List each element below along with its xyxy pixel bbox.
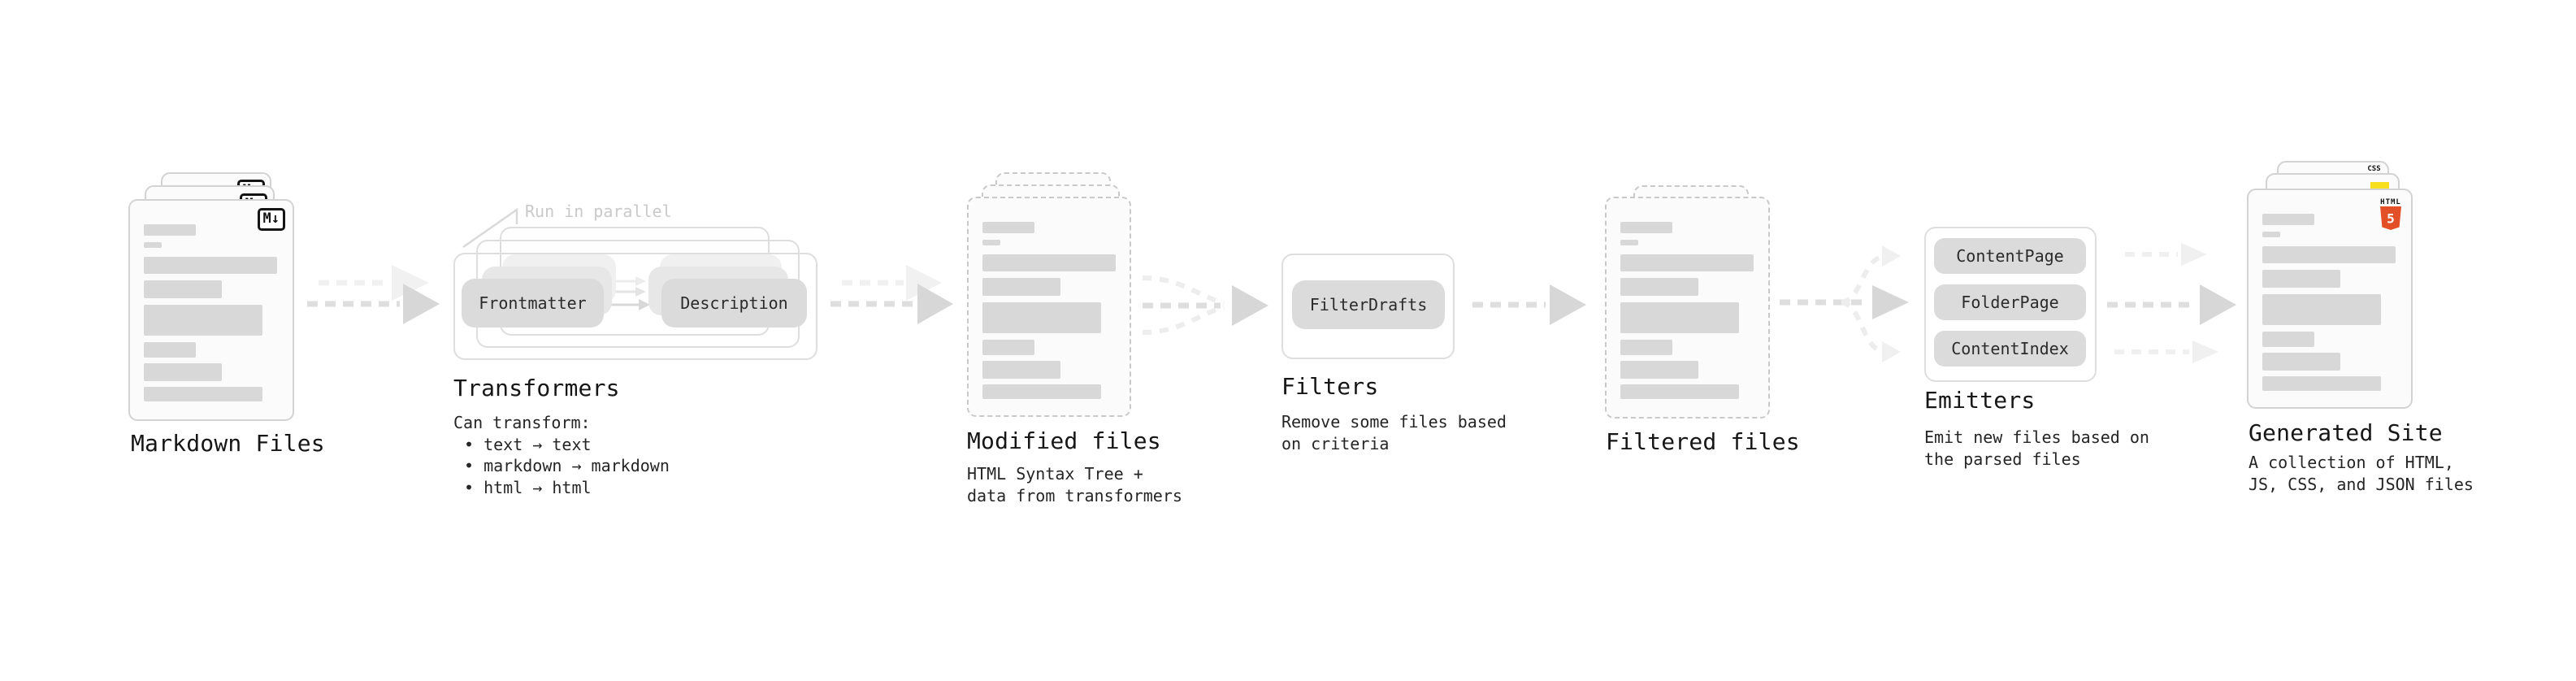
markdown-file-icon-front: M↓ — [128, 199, 294, 421]
stage-title-generated-site: Generated Site — [2249, 419, 2443, 446]
file-content-placeholder — [982, 222, 1118, 399]
placeholder-bar — [982, 278, 1060, 296]
file-content-placeholder — [144, 224, 281, 401]
transformers-bullet: • markdown → markdown — [464, 456, 670, 475]
file-content-placeholder — [1620, 222, 1757, 399]
placeholder-bar — [1620, 361, 1698, 379]
placeholder-bar — [2262, 270, 2340, 288]
run-in-parallel-leader-line — [462, 207, 518, 249]
modified-files-description: HTML Syntax Tree + data from transformer… — [967, 464, 1182, 505]
html-file-icon: HTML 5 — [2247, 189, 2413, 409]
placeholder-bar — [2262, 376, 2381, 391]
arrow-transformers-to-modified — [830, 265, 953, 324]
placeholder-bar — [144, 363, 222, 381]
emitters-box — [1924, 227, 2097, 382]
placeholder-bar — [2262, 353, 2340, 371]
html5-icon-number: 5 — [2387, 211, 2395, 227]
contentpage-pill: ContentPage — [1934, 238, 2086, 274]
placeholder-bar — [2262, 246, 2396, 263]
html5-icon-label: HTML — [2380, 198, 2401, 206]
transformers-bullet: • html → html — [464, 477, 592, 497]
arrow-emitters-to-generated — [2107, 243, 2236, 363]
transformers-description: Can transform: • text → text • markdown … — [453, 412, 670, 498]
transformer-box-front — [453, 253, 817, 360]
placeholder-bar — [144, 224, 196, 236]
stage-title-modified-files: Modified files — [967, 427, 1161, 454]
folderpage-pill: FolderPage — [1934, 284, 2086, 320]
arrow-filtered-to-emitters-fanout — [1780, 245, 1909, 362]
placeholder-bar — [982, 222, 1034, 233]
html5-shield: 5 — [2380, 206, 2401, 230]
placeholder-bar — [1620, 384, 1739, 399]
placeholder-bar — [144, 280, 222, 298]
placeholder-bar — [144, 342, 196, 358]
filters-box — [1281, 254, 1455, 359]
stage-title-markdown-files: Markdown Files — [131, 430, 325, 457]
placeholder-bar — [2262, 294, 2381, 325]
placeholder-bar — [982, 240, 1000, 245]
arrow-filters-to-filtered — [1472, 284, 1586, 325]
placeholder-bar — [982, 384, 1101, 399]
placeholder-bar — [982, 254, 1116, 271]
placeholder-bar — [2262, 214, 2314, 225]
markdown-icon: M↓ — [257, 208, 285, 231]
placeholder-bar — [1620, 278, 1698, 296]
placeholder-bar — [2262, 332, 2314, 347]
transformers-bullet: • text → text — [464, 434, 592, 454]
frontmatter-pill: Frontmatter — [462, 279, 604, 327]
stage-title-filtered-files: Filtered files — [1606, 428, 1800, 455]
stage-title-emitters: Emitters — [1924, 387, 2036, 414]
placeholder-bar — [144, 257, 277, 274]
generated-site-description: A collection of HTML, JS, CSS, and JSON … — [2249, 453, 2474, 494]
placeholder-bar — [144, 242, 162, 248]
stage-title-filters: Filters — [1281, 373, 1379, 400]
arrow-markdown-to-transformers — [307, 265, 440, 324]
javascript-icon — [2370, 182, 2389, 191]
placeholder-bar — [1620, 254, 1754, 271]
placeholder-bar — [982, 302, 1101, 333]
contentindex-pill: ContentIndex — [1934, 331, 2086, 367]
placeholder-bar — [982, 340, 1034, 355]
css-icon-label: CSS — [2367, 165, 2381, 173]
placeholder-bar — [144, 305, 262, 336]
placeholder-bar — [1620, 340, 1672, 355]
filterdrafts-pill: FilterDrafts — [1292, 280, 1445, 329]
description-pill: Description — [661, 279, 807, 327]
placeholder-bar — [1620, 222, 1672, 233]
placeholder-bar — [1620, 240, 1638, 245]
emitters-description: Emit new files based on the parsed files — [1924, 427, 2149, 469]
placeholder-bar — [2262, 232, 2280, 237]
transformers-desc-heading: Can transform: — [453, 413, 591, 432]
arrow-modified-to-filters-merge — [1142, 275, 1268, 335]
file-content-placeholder — [2262, 214, 2400, 391]
run-in-parallel-annotation: Run in parallel — [525, 202, 672, 221]
html5-icon: HTML 5 — [2379, 199, 2403, 230]
transformer-parallel-mini-arrows — [611, 276, 650, 310]
placeholder-bar — [144, 387, 262, 401]
placeholder-bar — [1620, 302, 1739, 333]
stage-title-transformers: Transformers — [453, 375, 620, 401]
placeholder-bar — [982, 361, 1060, 379]
filters-description: Remove some files based on criteria — [1281, 412, 1507, 453]
modified-file-icon-front — [967, 197, 1131, 417]
filtered-file-icon-front — [1605, 197, 1770, 419]
